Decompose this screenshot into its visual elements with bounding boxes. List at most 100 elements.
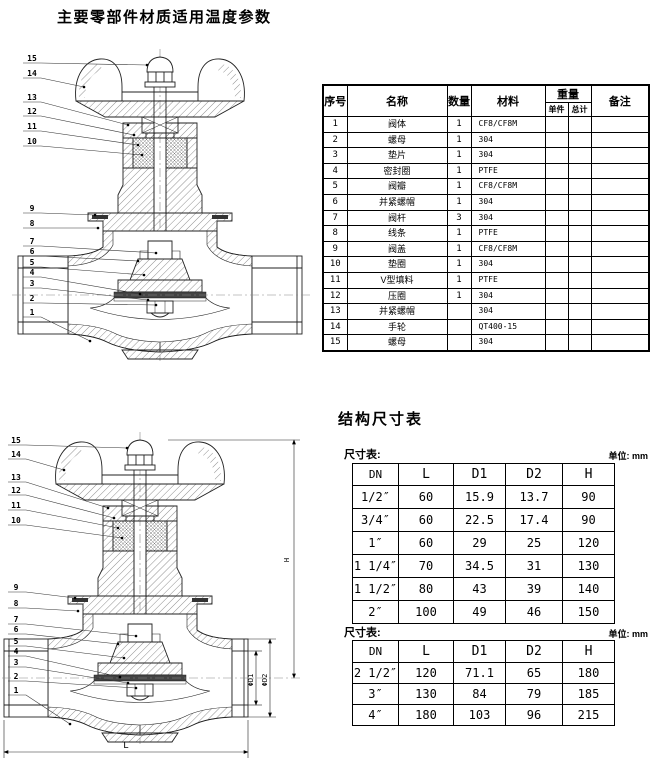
cell-part-no: 12: [322, 287, 348, 305]
cell-l: 70: [398, 554, 454, 578]
col-header-weight: 重量: [544, 84, 592, 103]
parts-material-table: 序号 名称 数量 材料 重量 备注 单件 总计 1 阀体 1 CF8/CF8M: [322, 84, 650, 352]
cell-part-name: 垫圈: [346, 256, 448, 273]
cell-weight-piece: [544, 193, 569, 211]
page-title: 主要零部件材质适用温度参数: [57, 9, 272, 26]
leader-lines: [8, 444, 138, 726]
cell-remark: [590, 334, 650, 352]
cell-part-material: 304: [470, 334, 546, 352]
cell-h: 140: [562, 577, 615, 601]
dim-table-row: 2″ 100 49 46 150: [352, 600, 615, 624]
parts-table-row: 11 V型填料 1 PTFE: [322, 271, 650, 289]
dim1-header-dn: DN: [352, 463, 399, 486]
parts-table-row: 14 手轮 QT400-15: [322, 318, 650, 336]
cell-part-name: 线条: [346, 225, 448, 242]
cell-part-name: 阀杆: [346, 209, 448, 227]
cell-part-name: 密封圈: [346, 162, 448, 180]
cell-remark: [590, 162, 650, 180]
cell-part-no: 6: [322, 193, 348, 211]
dim-label-h: H: [283, 558, 291, 562]
part-number: 13: [27, 93, 37, 102]
cell-weight-total: [567, 287, 592, 305]
cell-part-qty: 1: [446, 240, 472, 258]
cell-remark: [590, 240, 650, 258]
cell-part-no: 5: [322, 178, 348, 195]
dim1-header-h: H: [562, 463, 615, 486]
dim-table-row: 1″ 60 29 25 120: [352, 531, 615, 555]
cell-part-material: PTFE: [470, 271, 546, 289]
dim-table-row: 1 1/4″ 70 34.5 31 130: [352, 554, 615, 578]
cell-weight-piece: [544, 116, 569, 133]
cell-part-no: 13: [322, 303, 348, 320]
leader-lines: [23, 62, 158, 343]
cell-part-qty: 1: [446, 162, 472, 180]
cell-l: 130: [398, 683, 454, 705]
cell-dn: 1 1/2″: [352, 577, 399, 601]
cell-remark: [590, 209, 650, 227]
cell-d2: 65: [505, 662, 563, 684]
cell-weight-piece: [544, 256, 569, 273]
dim2-header-l: L: [398, 640, 454, 663]
part-number: 15: [11, 436, 21, 445]
col-header-no: 序号: [322, 84, 348, 117]
cell-dn: 3″: [352, 683, 399, 705]
cell-part-material: PTFE: [470, 162, 546, 180]
part-number: 15: [27, 54, 37, 63]
cell-remark: [590, 303, 650, 320]
parts-table-row: 10 垫圈 1 304: [322, 256, 650, 273]
part-number: 13: [11, 473, 21, 482]
cell-weight-total: [567, 178, 592, 195]
dim2-header-dn: DN: [352, 640, 399, 663]
dimension-table-small-sizes: DN L D1 D2 H 1/2″ 60 15.9 13.7 90 3/4″ 6…: [352, 463, 615, 624]
dim-table-2-label: 尺寸表:: [344, 627, 381, 639]
dim2-header-d2: D2: [505, 640, 563, 663]
cell-part-name: 阀盖: [346, 240, 448, 258]
cell-d2: 25: [505, 531, 563, 555]
cell-weight-total: [567, 193, 592, 211]
part-number: 14: [11, 450, 21, 459]
cell-l: 60: [398, 485, 454, 509]
dim2-header-d1: D1: [453, 640, 506, 663]
cell-h: 90: [562, 485, 615, 509]
cell-l: 180: [398, 704, 454, 726]
parts-table-row: 5 阀瓣 1 CF8/CF8M: [322, 178, 650, 195]
part-number: 6: [30, 247, 35, 256]
cell-part-material: 304: [470, 303, 546, 320]
cell-part-material: 304: [470, 147, 546, 164]
cell-part-qty: [446, 334, 472, 352]
valve-ports: [17, 255, 303, 335]
cell-d1: 49: [453, 600, 506, 624]
dim-table-row: 3/4″ 60 22.5 17.4 90: [352, 508, 615, 532]
col-header-unit-piece: 单件: [544, 102, 569, 117]
cell-l: 120: [398, 662, 454, 684]
part-number: 8: [30, 219, 35, 228]
cell-weight-total: [567, 209, 592, 227]
parts-table-row: 7 阀杆 3 304: [322, 209, 650, 227]
cell-weight-total: [567, 131, 592, 149]
cell-dn: 1″: [352, 531, 399, 555]
valve-section-drawing-bottom: H ΦD1 ΦD2 L 15 14 13 12 11 10 9 8 7 6 5 …: [2, 431, 302, 758]
cell-l: 60: [398, 531, 454, 555]
cell-remark: [590, 318, 650, 336]
col-header-material: 材料: [470, 84, 546, 117]
part-number: 8: [14, 599, 19, 608]
cell-part-material: CF8/CF8M: [470, 116, 546, 133]
parts-table-row: 6 并紧螺帽 1 304: [322, 193, 650, 211]
part-number: 11: [11, 501, 21, 510]
cell-part-no: 7: [322, 209, 348, 227]
cell-remark: [590, 147, 650, 164]
cell-d1: 43: [453, 577, 506, 601]
cell-weight-piece: [544, 225, 569, 242]
col-header-qty: 数量: [446, 84, 472, 117]
cell-part-qty: 1: [446, 225, 472, 242]
cell-d1: 103: [453, 704, 506, 726]
valve-section-drawing-top: 15 14 13 12 11 10 9 8 7 6 5 4 3 2 1: [12, 48, 310, 362]
col-header-name: 名称: [346, 84, 448, 117]
cell-l: 100: [398, 600, 454, 624]
cell-part-material: QT400-15: [470, 318, 546, 336]
cell-d2: 79: [505, 683, 563, 705]
cell-weight-total: [567, 225, 592, 242]
part-number-labels: 15 14 13 12 11 10 9 8 7 6 5 4 3 2 1: [11, 436, 21, 695]
part-number-labels: 15 14 13 12 11 10 9 8 7 6 5 4 3 2 1: [27, 54, 37, 317]
cell-dn: 1 1/4″: [352, 554, 399, 578]
